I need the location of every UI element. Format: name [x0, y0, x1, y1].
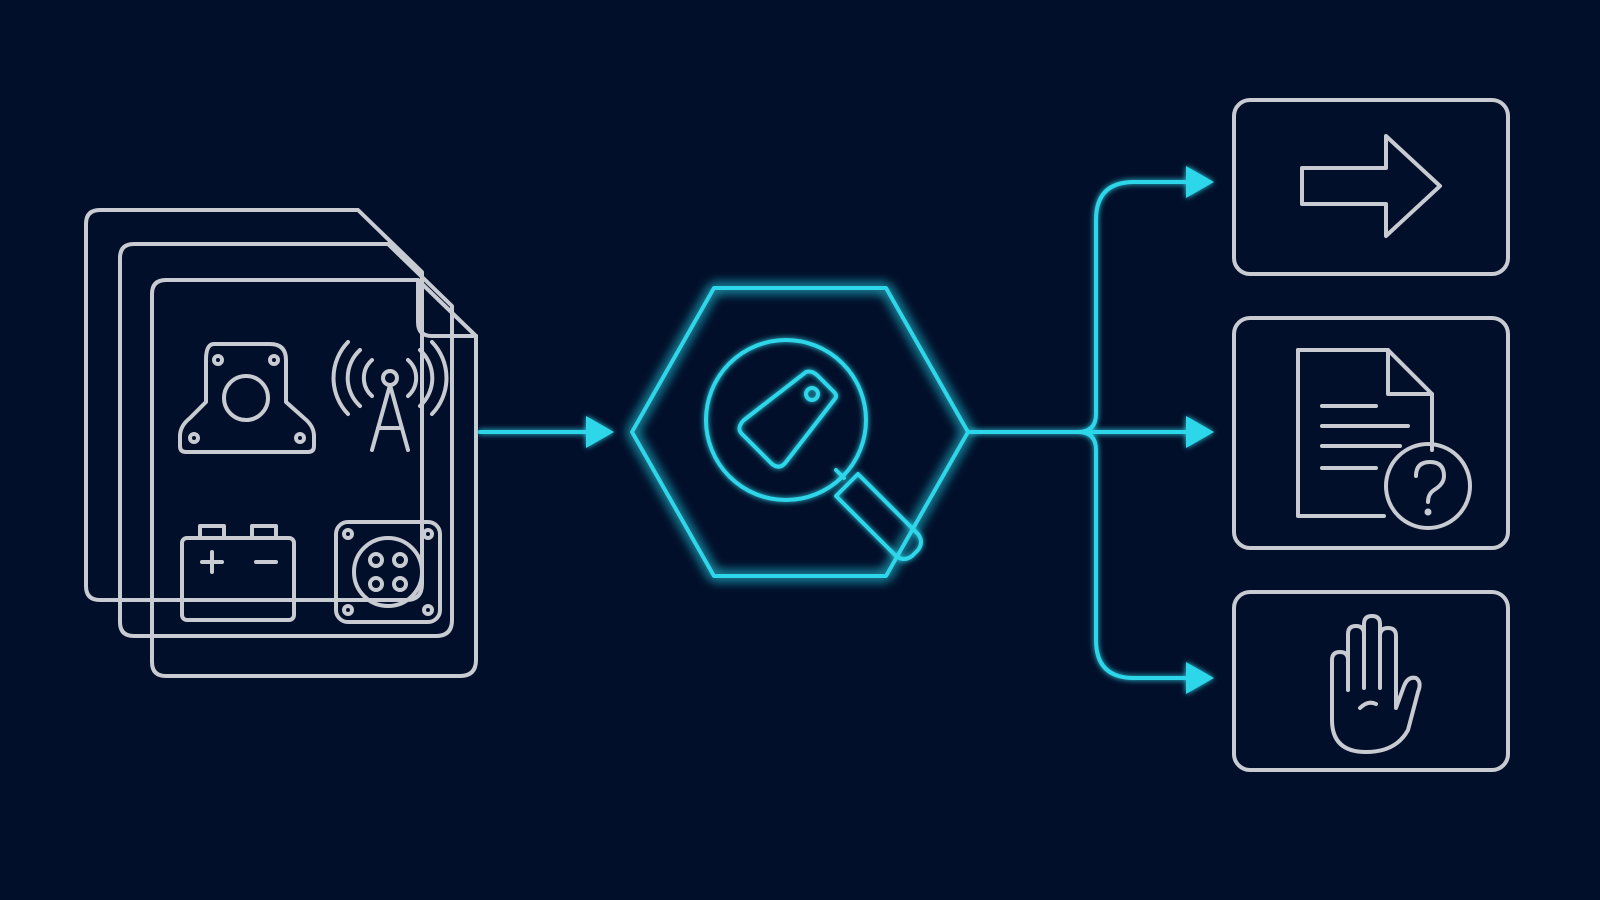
document-back: [84, 208, 424, 602]
document-question-icon: [1296, 348, 1472, 530]
output-review: [1232, 316, 1510, 550]
document-fold: [416, 278, 478, 338]
arrow-right-icon: [1300, 134, 1442, 238]
branch-connectors: [968, 166, 1214, 694]
arrowhead-bottom: [1186, 662, 1214, 694]
input-arrow: [478, 416, 614, 448]
document-front: [150, 278, 478, 678]
engine-mount-icon: [178, 342, 316, 454]
arrowhead-middle: [1186, 416, 1214, 448]
output-proceed: [1232, 98, 1510, 276]
battery-icon: [180, 524, 296, 622]
process-hexagon: [630, 286, 970, 578]
documents-stack: [84, 208, 478, 678]
hand-stop-icon: [1330, 614, 1422, 754]
document-middle: [118, 242, 454, 638]
connector-plate-icon: [334, 520, 442, 624]
tag-search-icon: [704, 338, 923, 561]
output-stop: [1232, 590, 1510, 772]
radio-tower-icon: [331, 340, 449, 452]
arrowhead-top: [1186, 166, 1214, 198]
